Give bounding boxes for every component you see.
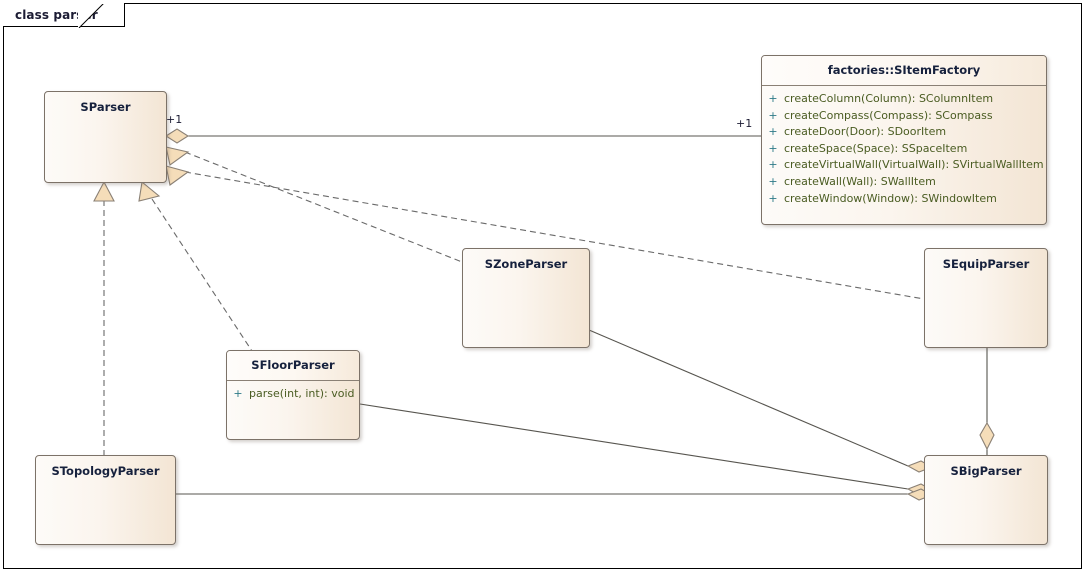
diagram-frame xyxy=(3,3,1082,569)
member-signature: createCompass(Compass): SCompass xyxy=(784,108,993,122)
class-members-sfloorparser: + parse(int, int): void xyxy=(227,381,359,409)
class-name-sequipparser: SEquipParser xyxy=(942,257,1030,271)
member-signature: createSpace(Space): SSpaceItem xyxy=(784,141,968,155)
visibility-marker: + xyxy=(233,387,243,400)
visibility-marker: + xyxy=(768,92,778,105)
class-name-szoneparser: SZoneParser xyxy=(484,257,568,271)
class-members-sitemfactory: + createColumn(Column): SColumnItem + cr… xyxy=(762,86,1046,213)
member-signature: createVirtualWall(VirtualWall): SVirtual… xyxy=(784,158,1044,172)
member-row[interactable]: + createDoor(Door): SDoorItem xyxy=(762,124,1046,141)
class-box-sitemfactory[interactable]: factories::SItemFactory + createColumn(C… xyxy=(761,55,1047,225)
visibility-marker: + xyxy=(768,174,778,188)
class-box-stopologyparser[interactable]: STopologyParser xyxy=(35,455,176,545)
member-row[interactable]: + createCompass(Compass): SCompass xyxy=(762,108,1046,125)
member-signature: createWall(Wall): SWallItem xyxy=(784,174,936,188)
visibility-marker: + xyxy=(768,191,778,205)
multiplicity-label-sparser: +1 xyxy=(166,113,183,126)
member-signature: createWindow(Window): SWindowItem xyxy=(784,191,997,205)
visibility-marker: + xyxy=(768,108,778,122)
member-row[interactable]: + createSpace(Space): SSpaceItem xyxy=(762,141,1046,158)
member-signature: parse(int, int): void xyxy=(249,387,355,400)
diagram-frame-tab: class parser xyxy=(3,3,125,27)
class-name-sbigparser: SBigParser xyxy=(950,464,1022,478)
class-box-sequipparser[interactable]: SEquipParser xyxy=(924,248,1048,348)
member-row[interactable]: + createVirtualWall(VirtualWall): SVirtu… xyxy=(762,157,1046,174)
class-name-sitemfactory: factories::SItemFactory xyxy=(762,56,1046,86)
class-box-sparser[interactable]: SParser xyxy=(44,91,167,183)
visibility-marker: + xyxy=(768,141,778,155)
member-row[interactable]: + createWindow(Window): SWindowItem xyxy=(762,191,1046,208)
member-signature: createDoor(Door): SDoorItem xyxy=(784,125,947,139)
member-row[interactable]: + createWall(Wall): SWallItem xyxy=(762,174,1046,191)
class-box-sfloorparser[interactable]: SFloorParser + parse(int, int): void xyxy=(226,350,360,440)
member-row[interactable]: + createColumn(Column): SColumnItem xyxy=(762,91,1046,108)
class-box-szoneparser[interactable]: SZoneParser xyxy=(462,248,590,348)
class-name-sfloorparser: SFloorParser xyxy=(227,351,359,381)
member-row[interactable]: + parse(int, int): void xyxy=(227,386,359,403)
multiplicity-label-sitemfactory: +1 xyxy=(736,117,753,130)
visibility-marker: + xyxy=(768,125,778,139)
class-name-stopologyparser: STopologyParser xyxy=(51,464,160,478)
member-signature: createColumn(Column): SColumnItem xyxy=(784,92,994,105)
visibility-marker: + xyxy=(768,158,778,172)
diagram-frame-tab-label: class parser xyxy=(15,7,98,22)
class-box-sbigparser[interactable]: SBigParser xyxy=(924,455,1048,545)
class-name-sparser: SParser xyxy=(80,100,131,114)
